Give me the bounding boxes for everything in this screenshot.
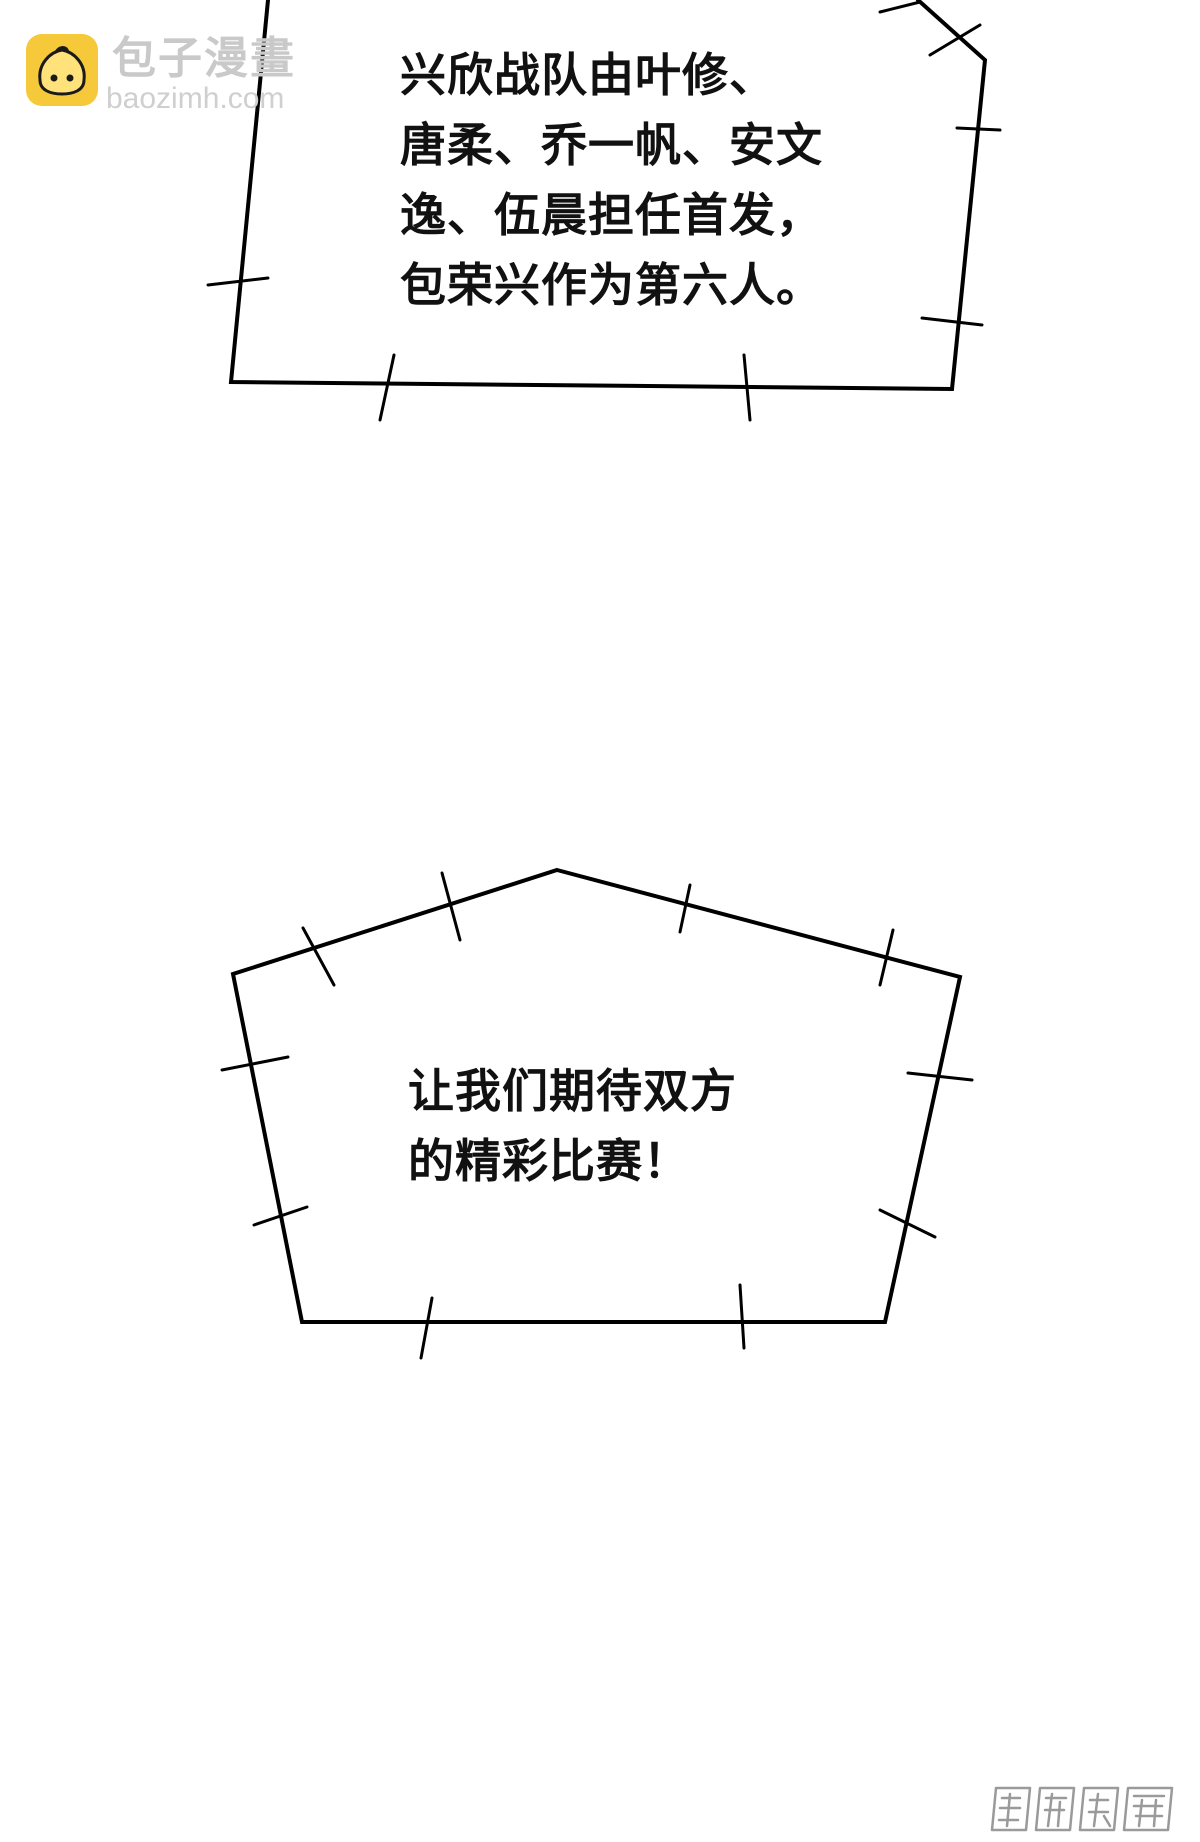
caption-1-line: 包荣兴作为第六人。 [400, 258, 823, 312]
caption-1-line: 逸、伍晨担任首发， [400, 188, 823, 242]
caption-2-line: 让我们期待双方 [408, 1064, 737, 1118]
caption-2-line: 的精彩比赛！ [408, 1134, 690, 1188]
tencent-comics-logo [990, 1780, 1180, 1836]
bun-face-icon [26, 34, 98, 106]
caption-1-line: 兴欣战队由叶修、 [400, 48, 776, 102]
caption-text-1: 兴欣战队由叶修、 唐柔、乔一帆、安文 逸、伍晨担任首发， 包荣兴作为第六人。 [400, 40, 823, 320]
tencent-comics-logo-graphic [990, 1786, 1174, 1832]
caption-box-1-outline [206, 0, 1002, 422]
watermark-title: 包子漫畫 [112, 33, 296, 84]
caption-box-2-outline [220, 867, 974, 1360]
watermark-url: baozimh.com [106, 82, 285, 115]
bun-face-icon-graphic [38, 46, 86, 96]
caption-1-line: 唐柔、乔一帆、安文 [400, 118, 823, 172]
caption-text-2: 让我们期待双方 的精彩比赛！ [408, 1056, 737, 1196]
site-watermark: 包子漫畫 baozimh.com [26, 33, 326, 115]
